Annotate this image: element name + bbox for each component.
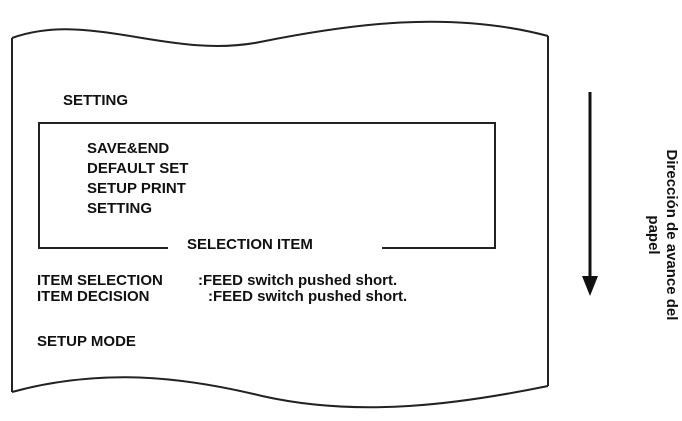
menu-item-save-end: SAVE&END xyxy=(87,140,170,157)
box-caption: SELECTION ITEM xyxy=(187,236,313,253)
menu-item-default-set: DEFAULT SET xyxy=(87,160,189,177)
selection-box xyxy=(38,122,496,249)
menu-item-setup-print: SETUP PRINT xyxy=(87,180,186,197)
feed-direction-line2: papel xyxy=(645,215,662,255)
feed-direction-line1: Dirección de avance del xyxy=(663,149,680,321)
receipt-heading: SETTING xyxy=(63,92,129,109)
receipt-footer: SETUP MODE xyxy=(37,333,136,350)
instruction-label-decision: ITEM DECISION xyxy=(37,288,150,305)
instruction-value-decision: :FEED switch pushed short. xyxy=(208,288,408,305)
box-bottom-left-line xyxy=(38,247,168,249)
box-bottom-right-line xyxy=(382,247,496,249)
menu-item-setting: SETTING xyxy=(87,200,153,217)
arrow-down-icon xyxy=(582,92,598,296)
instruction-label-selection: ITEM SELECTION xyxy=(37,272,163,289)
feed-direction-label: Dirección de avance del papel xyxy=(640,110,680,360)
instruction-value-selection: :FEED switch pushed short. xyxy=(198,272,398,289)
